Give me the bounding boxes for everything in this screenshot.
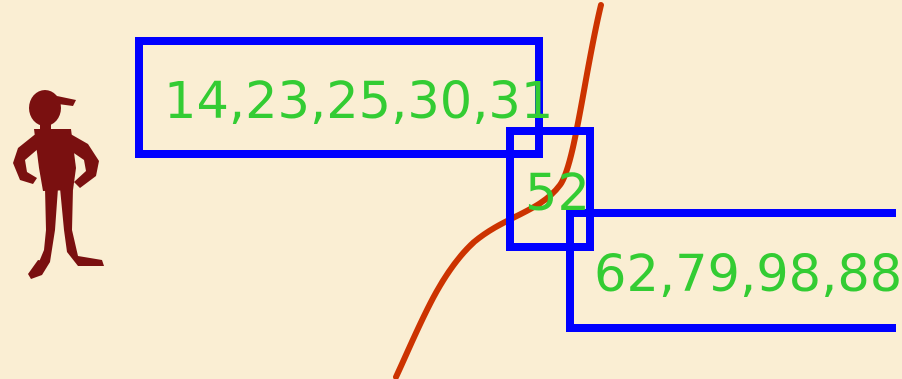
- diagram-art: [13, 2, 604, 379]
- pivot-value-text: 52: [525, 164, 590, 223]
- left-values-text: 14,23,25,30,31: [164, 72, 554, 131]
- curve-line: [393, 2, 604, 379]
- left-values-box: [135, 37, 543, 158]
- right-values-box: [566, 209, 896, 332]
- pivot-value-box: [506, 127, 594, 251]
- person-figure-icon: [13, 90, 104, 279]
- diagram-canvas: 14,23,25,30,31 52 62,79,98,88: [13, 2, 902, 379]
- right-values-text: 62,79,98,88: [594, 245, 902, 304]
